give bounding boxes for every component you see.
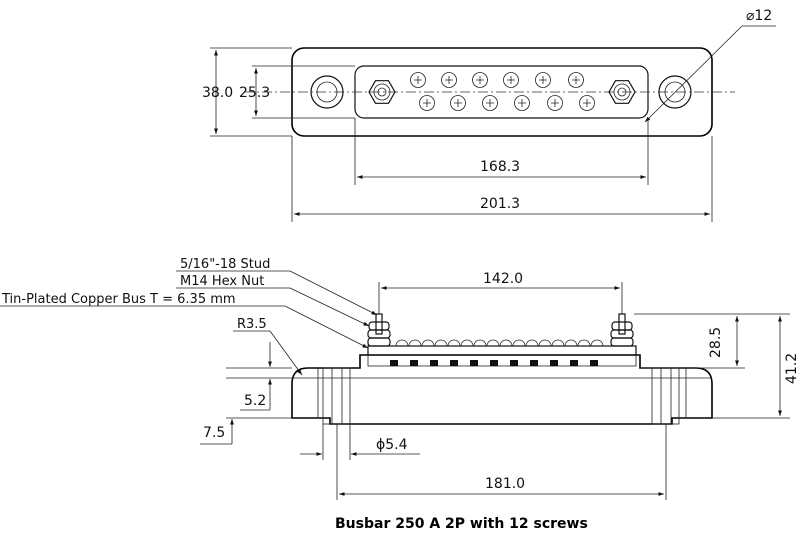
dim-height-inner bbox=[252, 65, 355, 119]
callout-leaders bbox=[0, 270, 378, 376]
mount-hole-right-icon bbox=[658, 75, 692, 109]
dim-7-5-label: 7.5 bbox=[203, 425, 225, 441]
screw-row-top bbox=[410, 72, 584, 88]
callout-nut-label: M14 Hex Nut bbox=[180, 274, 264, 289]
dim-5-2 bbox=[226, 342, 292, 411]
callout-bus-label: Tin-Plated Copper Bus T = 6.35 mm bbox=[1, 292, 236, 307]
dim-5-2-label: 5.2 bbox=[244, 393, 266, 409]
dim-base-length bbox=[336, 424, 667, 500]
bus-screw-heads bbox=[395, 339, 604, 347]
screw-icon bbox=[579, 95, 595, 111]
stud-left-icon bbox=[367, 313, 391, 347]
screw-icon bbox=[419, 95, 435, 111]
stud-nut-left-icon bbox=[368, 80, 396, 104]
screw-icon bbox=[568, 72, 584, 88]
diameter-leader bbox=[644, 25, 776, 123]
side-view: 5/16"-18 Stud M14 Hex Nut Tin-Plated Cop… bbox=[0, 257, 800, 500]
dim-38-label: 38.0 bbox=[202, 85, 233, 101]
dim-stud-height bbox=[634, 313, 745, 369]
screw-icon bbox=[472, 72, 488, 88]
figure-caption: Busbar 250 A 2P with 12 screws bbox=[335, 516, 588, 532]
screw-icon bbox=[547, 95, 563, 111]
dim-25-label: 25.3 bbox=[239, 85, 270, 101]
mount-counterbore-left bbox=[322, 367, 351, 425]
stud-nut-right-icon bbox=[608, 80, 636, 104]
screw-icon bbox=[503, 72, 519, 88]
screw-icon bbox=[410, 72, 426, 88]
dim-5-4-label: ϕ5.4 bbox=[376, 437, 408, 453]
dim-height-outer bbox=[210, 47, 292, 137]
dim-7-5 bbox=[200, 417, 292, 445]
mount-counterbore-right bbox=[651, 367, 680, 425]
dim-28-label: 28.5 bbox=[708, 327, 724, 358]
dim-diameter-label: ⌀12 bbox=[746, 8, 772, 24]
dim-181-label: 181.0 bbox=[485, 476, 525, 492]
dim-41-label: 41.2 bbox=[784, 353, 800, 384]
screw-icon bbox=[441, 72, 457, 88]
dim-142-label: 142.0 bbox=[483, 271, 523, 287]
dim-overall-height bbox=[712, 313, 790, 419]
screw-icon bbox=[535, 72, 551, 88]
callout-stud-label: 5/16"-18 Stud bbox=[180, 257, 270, 272]
screw-row-bottom bbox=[419, 95, 595, 111]
dim-overall-length bbox=[291, 136, 713, 222]
callout-radius-label: R3.5 bbox=[237, 317, 267, 332]
mount-hole-left-icon bbox=[310, 75, 344, 109]
dim-inner-length bbox=[354, 118, 649, 185]
dim-168-label: 168.3 bbox=[480, 159, 520, 175]
top-view: 38.0 25.3 ⌀12 168.3 201.3 bbox=[202, 8, 776, 222]
side-base-outline bbox=[291, 354, 713, 425]
screw-icon bbox=[482, 95, 498, 111]
screw-icon bbox=[450, 95, 466, 111]
stud-right-icon bbox=[610, 313, 634, 347]
dim-201-label: 201.3 bbox=[480, 196, 520, 212]
screw-icon bbox=[514, 95, 530, 111]
copper-bus bbox=[367, 345, 637, 356]
insulator-teeth bbox=[390, 360, 598, 366]
dim-mount-hole bbox=[300, 424, 420, 460]
dim-stud-spacing bbox=[378, 282, 623, 314]
